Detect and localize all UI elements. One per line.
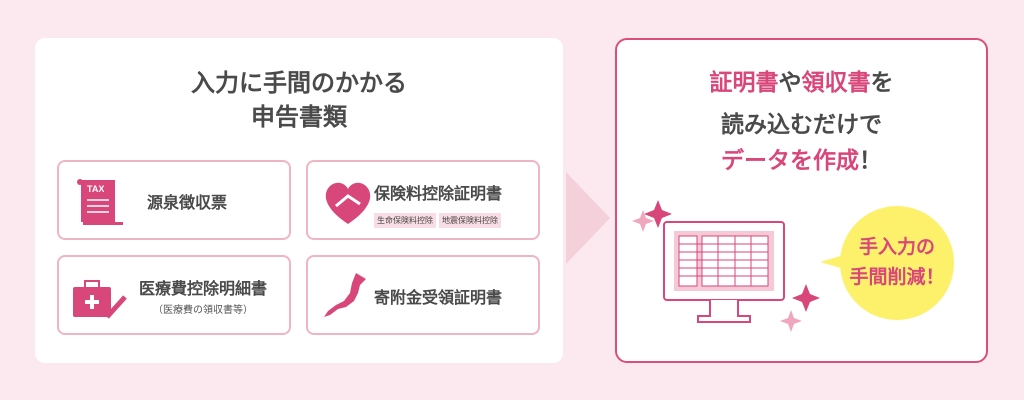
card-label: 保険料控除証明書 xyxy=(374,184,503,203)
card-label: 医療費控除明細書（医療費の領収書等） xyxy=(139,279,268,316)
headline-line3: データを作成！ xyxy=(721,148,882,174)
speech-bubble: 手入力の 手間削減！ xyxy=(840,206,954,320)
heart-handshake-icon xyxy=(325,182,371,224)
headline-line1: 証明書や領収書を xyxy=(709,70,894,96)
tax-document-icon: TAX xyxy=(77,179,123,225)
japan-map-icon xyxy=(324,273,366,317)
card-withholding-slip: TAX 源泉徴収票 xyxy=(57,160,291,240)
tag: 生命保険料控除 xyxy=(374,213,436,228)
speech-bubble-tail xyxy=(820,255,844,269)
card-medical-expense: 医療費控除明細書（医療費の領収書等） xyxy=(57,255,291,335)
card-label: 源泉徴収票 xyxy=(147,193,228,212)
headline-line2: 読み込むだけで xyxy=(721,112,882,138)
medical-kit-syringe-icon xyxy=(73,280,127,319)
sparkle-icon xyxy=(644,200,672,228)
bubble-line2: 手間削減！ xyxy=(849,266,945,288)
card-insurance-certificate: 保険料控除証明書 生命保険料控除地震保険料控除 xyxy=(306,160,540,240)
panel-title-line2: 申告書類 xyxy=(251,103,347,131)
svg-text:TAX: TAX xyxy=(87,184,104,194)
card-sublabel: （医療費の領収書等） xyxy=(153,305,253,316)
arrow-right-icon xyxy=(566,172,610,264)
tag: 地震保険料控除 xyxy=(439,213,501,228)
tag-list: 生命保険料控除地震保険料控除 xyxy=(374,208,504,228)
sparkle-icon xyxy=(780,310,802,332)
monitor-spreadsheet-icon xyxy=(632,200,820,332)
sparkle-icon xyxy=(792,284,820,312)
card-donation-receipt: 寄附金受領証明書 xyxy=(306,255,540,335)
panel-title-line1: 入力に手間のかかる xyxy=(191,69,407,97)
card-label: 寄附金受領証明書 xyxy=(374,288,503,307)
sparkle-icon xyxy=(632,210,654,232)
bubble-line1: 手入力の xyxy=(858,236,935,258)
